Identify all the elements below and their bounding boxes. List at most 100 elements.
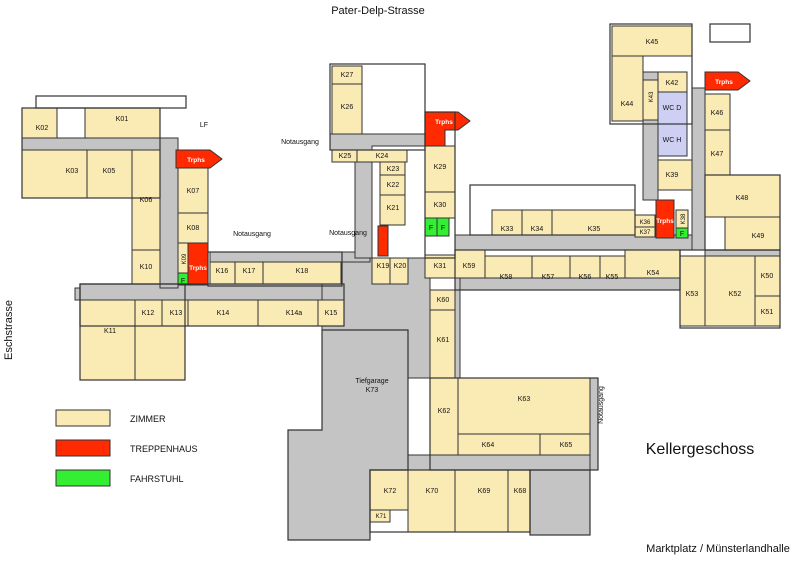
label-K53: K53 xyxy=(686,291,699,298)
label-K50: K50 xyxy=(761,273,774,280)
label-K30: K30 xyxy=(434,202,447,209)
room-K21 xyxy=(379,194,406,226)
label-notausgang-center: Notausgang xyxy=(329,230,367,237)
label-K03: K03 xyxy=(66,168,79,175)
room-K11 xyxy=(79,299,136,381)
label-K68: K68 xyxy=(514,488,527,495)
legend-swatch-treppenhaus xyxy=(55,439,111,457)
lift-center-2 xyxy=(436,217,450,237)
lift-east xyxy=(675,227,689,239)
label-K64: K64 xyxy=(482,442,495,449)
lifts xyxy=(177,217,689,286)
label-K45: K45 xyxy=(646,39,659,46)
label-K58: K58 xyxy=(500,274,513,281)
wall-k48 xyxy=(704,174,781,251)
legend: ZIMMER TREPPENHAUS FAHRSTUHL xyxy=(55,409,198,487)
label-lift-west: F xyxy=(181,278,185,285)
label-K20: K20 xyxy=(394,263,407,270)
room-K64 xyxy=(457,433,541,456)
label-K72: K72 xyxy=(384,488,397,495)
room-K11b xyxy=(134,325,186,381)
garage-name: Tiefgarage xyxy=(355,378,388,385)
wall-k45 xyxy=(609,23,693,125)
label-K63: K63 xyxy=(518,396,531,403)
label-stairs-east-lower: Trphs xyxy=(656,218,674,225)
label-K09: K09 xyxy=(182,253,188,264)
room-K59 xyxy=(454,249,486,279)
room-K14 xyxy=(187,299,259,327)
wall-k26 xyxy=(329,63,426,151)
label-lift-east: F xyxy=(680,231,684,238)
label-K34: K34 xyxy=(531,226,544,233)
staircases xyxy=(175,71,751,286)
label-K17: K17 xyxy=(243,268,256,275)
label-K49: K49 xyxy=(752,233,765,240)
label-K70: K70 xyxy=(426,488,439,495)
label-K52: K52 xyxy=(729,291,742,298)
stairs-west-lower xyxy=(187,242,209,286)
room-K01 xyxy=(84,107,161,139)
room-K65 xyxy=(539,433,591,456)
stair-labels: Trphs Trphs Trphs Trphs Trphs F F F F xyxy=(181,79,733,285)
room-K63 xyxy=(457,377,591,435)
room-K34 xyxy=(521,209,553,236)
label-K65: K65 xyxy=(560,442,573,449)
label-K08: K08 xyxy=(187,225,200,232)
corridor-east-lower xyxy=(704,249,781,257)
room-K10 xyxy=(131,249,161,285)
room-K02 xyxy=(21,107,58,139)
room-K52 xyxy=(704,255,756,327)
label-lift-center-1: F xyxy=(429,225,433,232)
label-K61: K61 xyxy=(437,337,450,344)
wall-south-wing xyxy=(529,469,591,536)
room-WC-D xyxy=(657,91,688,125)
label-K16: K16 xyxy=(216,268,229,275)
stairs-east-lower xyxy=(655,199,675,239)
room-K13 xyxy=(161,299,189,327)
legend-swatch-fahrstuhl xyxy=(55,469,111,487)
label-K02: K02 xyxy=(36,125,49,132)
room-K06 xyxy=(131,149,161,251)
room-labels: K01 K02 K03 K05 K06 K07 K08 K09 K10 K11 … xyxy=(36,39,774,520)
wall-north-center xyxy=(424,111,456,259)
label-K12: K12 xyxy=(142,310,155,317)
wall-east-row xyxy=(454,249,681,291)
label-K14a: K14a xyxy=(286,310,302,317)
label-K27: K27 xyxy=(341,72,354,79)
label-K24: K24 xyxy=(376,153,389,160)
label-K26: K26 xyxy=(341,104,354,111)
label-notausgang-east: Notausgang xyxy=(598,386,605,424)
label-K18: K18 xyxy=(296,268,309,275)
label-K10: K10 xyxy=(140,264,153,271)
label-stairs-west-lower: Trphs xyxy=(189,265,207,272)
wc-rooms xyxy=(657,91,688,157)
legend-label-treppenhaus: TREPPENHAUS xyxy=(130,444,198,454)
corridor-east-vert xyxy=(691,87,706,251)
corridor-south-wing xyxy=(529,469,591,536)
room-K69 xyxy=(454,469,509,533)
rooms xyxy=(21,25,781,533)
label-K25: K25 xyxy=(339,153,352,160)
garage-id: K73 xyxy=(366,387,379,394)
room-K53 xyxy=(679,255,706,327)
corridor-east-south xyxy=(454,277,681,291)
label-notausgang-west: Notausgang xyxy=(233,231,271,238)
label-K47: K47 xyxy=(711,151,724,158)
label-K62: K62 xyxy=(438,408,451,415)
floor-title: Kellergeschoss xyxy=(646,441,755,458)
label-K54: K54 xyxy=(647,270,660,277)
label-K36: K36 xyxy=(640,220,651,226)
corridor-northwest xyxy=(21,137,161,151)
room-K48 xyxy=(704,174,781,218)
label-K15: K15 xyxy=(325,310,338,317)
label-K46: K46 xyxy=(711,110,724,117)
label-lift-center-2: F xyxy=(441,225,445,232)
street-west: Eschstrasse xyxy=(3,300,15,360)
legend-label-zimmer: ZIMMER xyxy=(130,414,166,424)
label-stairs-east: Trphs xyxy=(715,79,733,86)
room-K68 xyxy=(507,469,531,533)
room-K51 xyxy=(754,295,781,327)
corridor-center xyxy=(209,251,371,263)
label-K07: K07 xyxy=(187,188,200,195)
room-K70 xyxy=(407,469,456,533)
